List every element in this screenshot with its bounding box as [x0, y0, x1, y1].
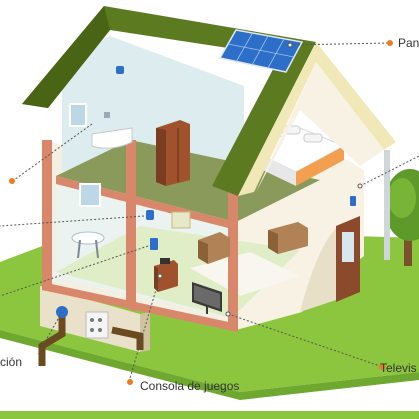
dot-solar: [387, 40, 393, 46]
heating-pipe: [38, 312, 66, 366]
basement: [38, 286, 150, 366]
ground-window: [79, 183, 101, 207]
label-heating: ción: [0, 355, 22, 369]
wardrobe: [156, 120, 190, 186]
line-door: [359, 155, 419, 187]
armchair-left: [198, 232, 230, 264]
television: [192, 282, 222, 314]
line-heating: [37, 311, 63, 355]
label-console: Consola de juegos: [140, 379, 239, 393]
line-console: [129, 275, 161, 379]
upper-window: [69, 103, 87, 127]
dot-tv: [379, 364, 385, 370]
roof-left: [22, 6, 316, 196]
solar-panel: [218, 29, 304, 73]
drainpipe: [384, 150, 390, 260]
line-left-upper: [13, 123, 93, 181]
line-left-mid: [0, 215, 145, 227]
label-tv: Televis: [380, 361, 417, 375]
tree: [384, 169, 419, 266]
heater-unit: [85, 311, 109, 339]
bathtub: [91, 112, 133, 149]
lawn-shade: [0, 330, 419, 400]
bottom-bar: [0, 411, 419, 419]
round-table: [71, 231, 105, 259]
armchair-right: [268, 222, 308, 254]
dot-left-upper: [9, 178, 15, 184]
dot-console: [127, 379, 133, 385]
callout-dots: [9, 40, 393, 385]
line-tv: [227, 313, 381, 367]
label-solar-panel: Pane: [398, 36, 419, 50]
upper-floor: [56, 140, 320, 222]
rug: [190, 252, 300, 296]
line-solar: [289, 42, 389, 46]
roof-right-outline: [238, 42, 396, 196]
frame-beams: [42, 140, 238, 332]
roof-edge: [22, 6, 110, 108]
roof-right-fill: [256, 62, 384, 192]
callout-lines: [0, 42, 419, 379]
entry-door: [300, 216, 360, 312]
wall-picture: [171, 211, 191, 229]
smart-devices: [116, 66, 356, 250]
callout-origin-dots: [157, 42, 363, 317]
